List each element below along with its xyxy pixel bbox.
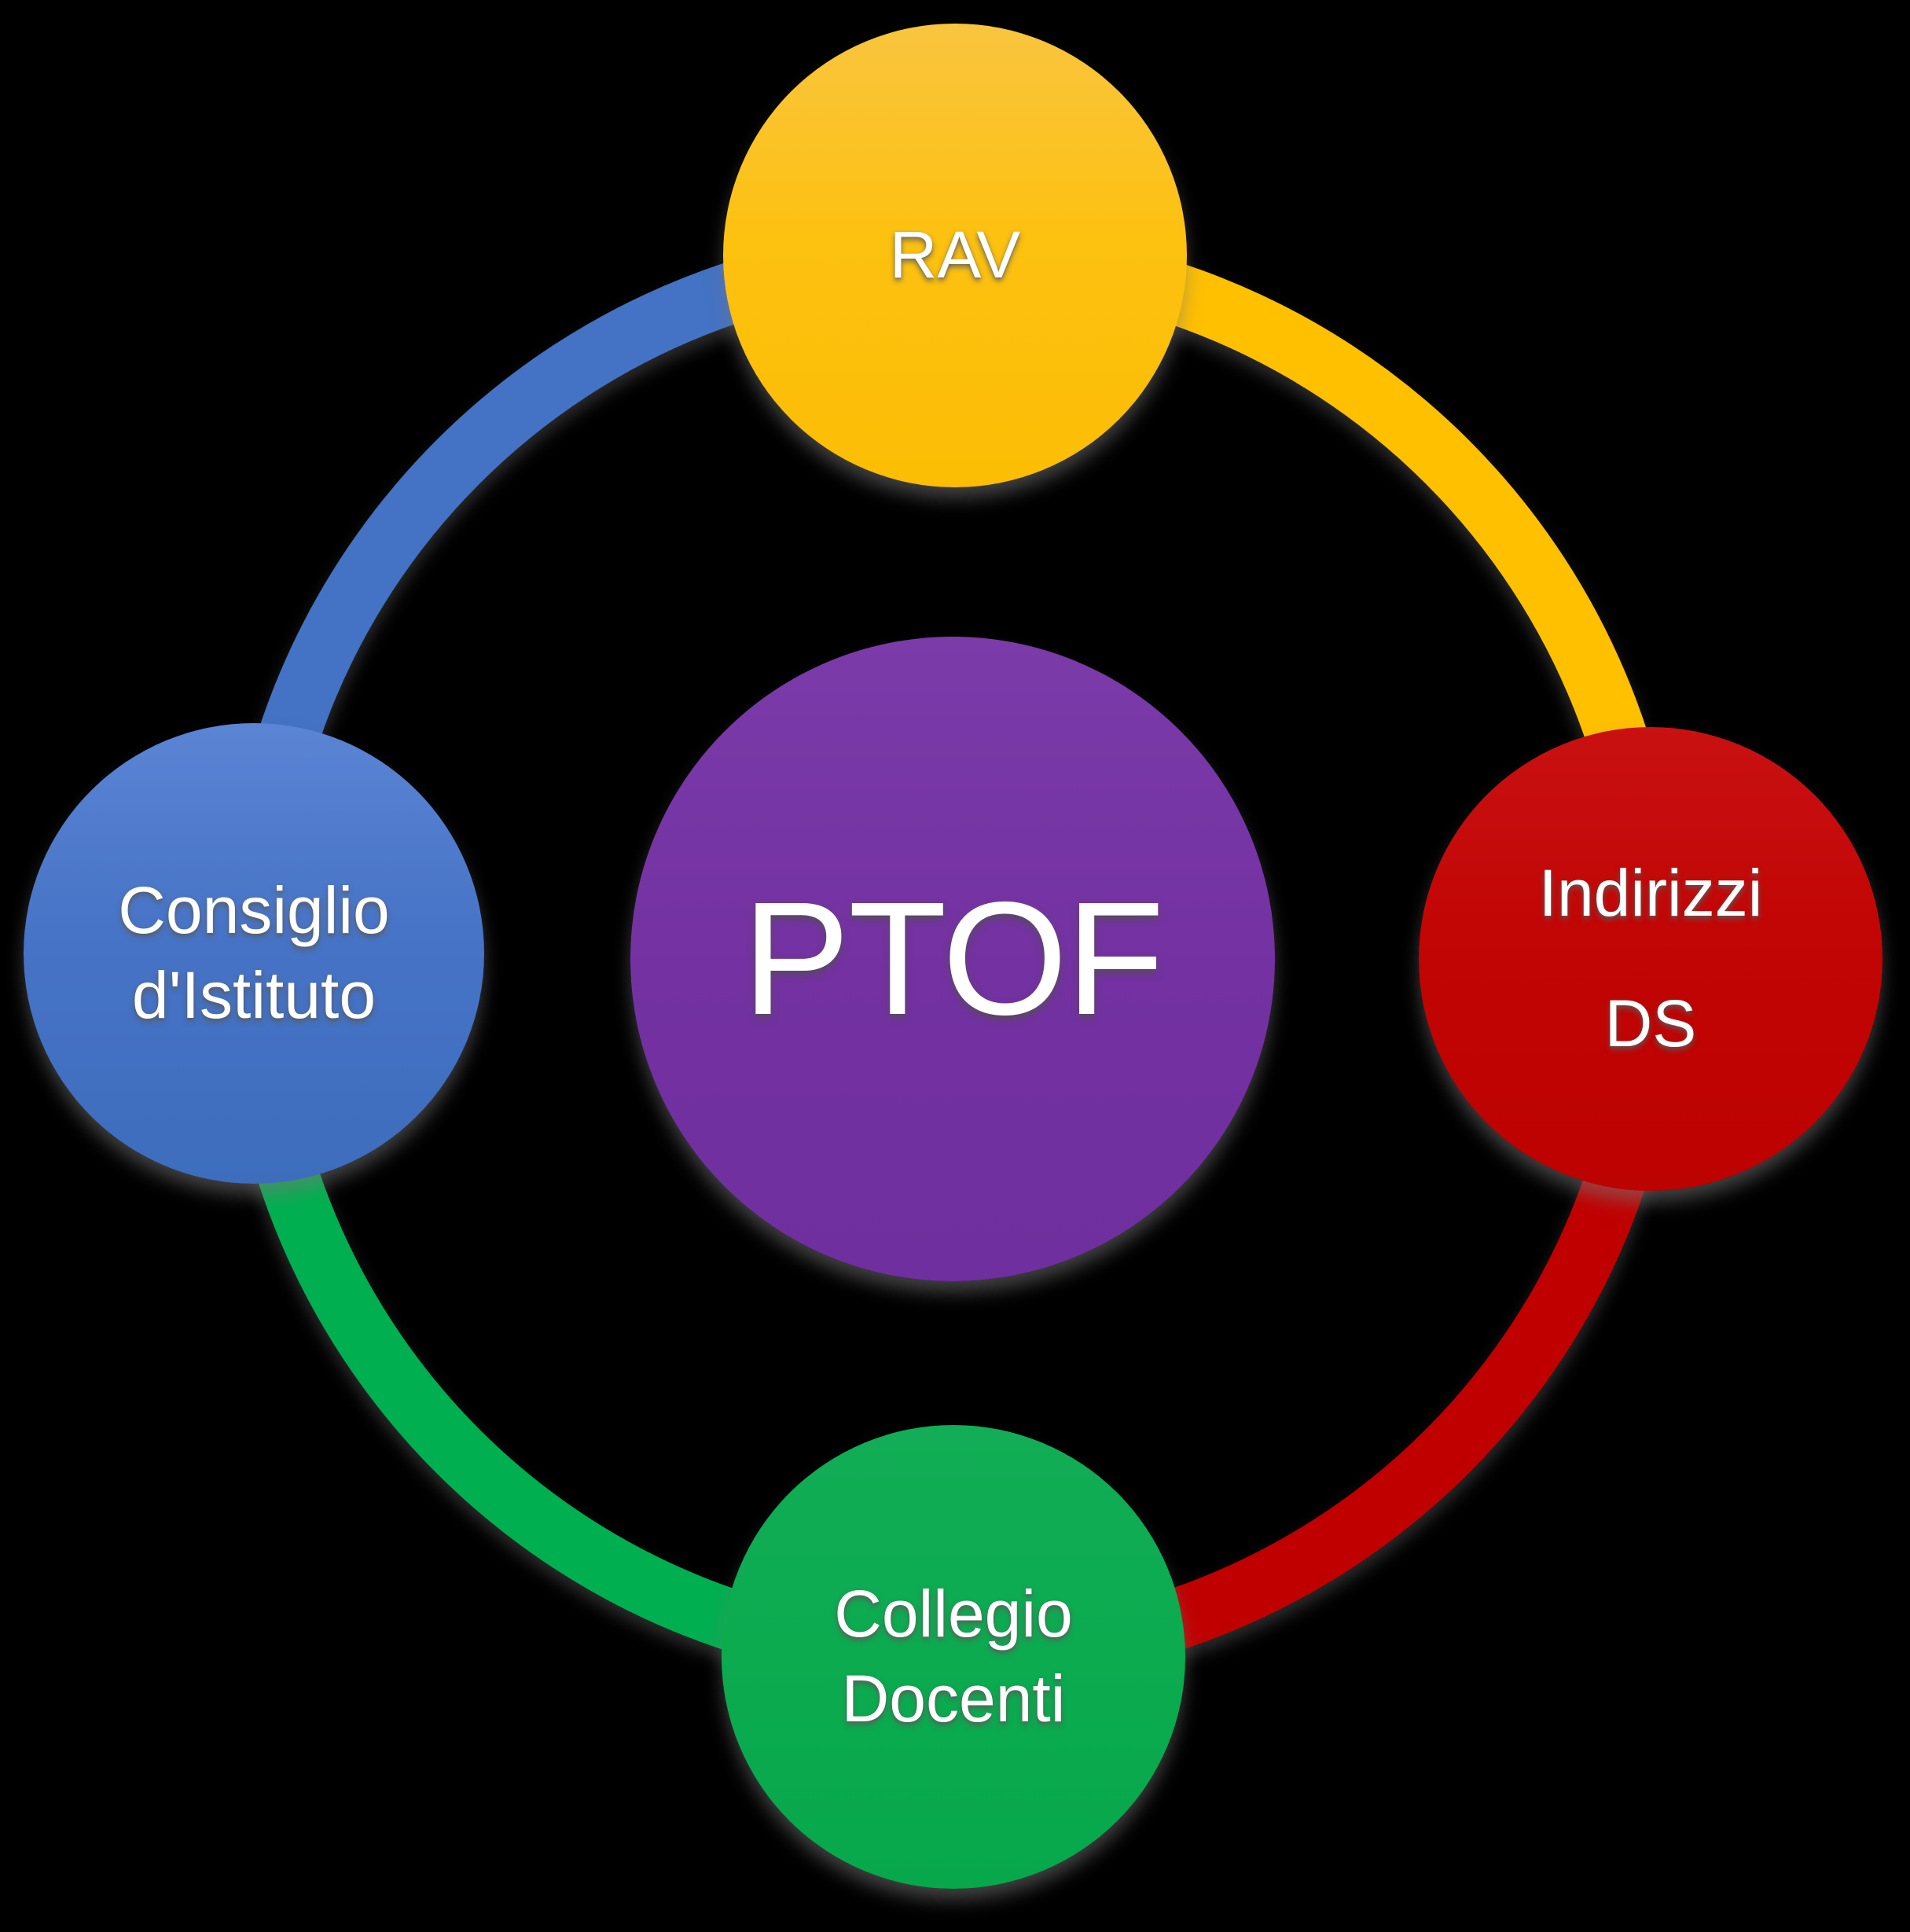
node-indirizzi-ds-label-line2: DS (1604, 986, 1697, 1060)
node-collegio-docenti-label-line1: Collegio (834, 1577, 1073, 1651)
node-consiglio-istituto: Consiglio d'Istituto (24, 723, 484, 1184)
node-collegio-docenti: Collegio Docenti (722, 1425, 1185, 1889)
node-rav: RAV (723, 24, 1187, 487)
node-ptof: PTOF (630, 637, 1275, 1281)
node-ptof-label: PTOF (742, 869, 1165, 1049)
node-indirizzi-ds-label-line1: Indirizzi (1538, 856, 1763, 931)
node-consiglio-istituto-label-line2: d'Istituto (131, 958, 376, 1032)
node-consiglio-istituto-label-line1: Consiglio (118, 873, 390, 948)
node-rav-label: RAV (889, 218, 1021, 292)
node-collegio-docenti-label-line2: Docenti (841, 1662, 1066, 1735)
node-indirizzi-ds: Indirizzi DS (1419, 727, 1882, 1191)
